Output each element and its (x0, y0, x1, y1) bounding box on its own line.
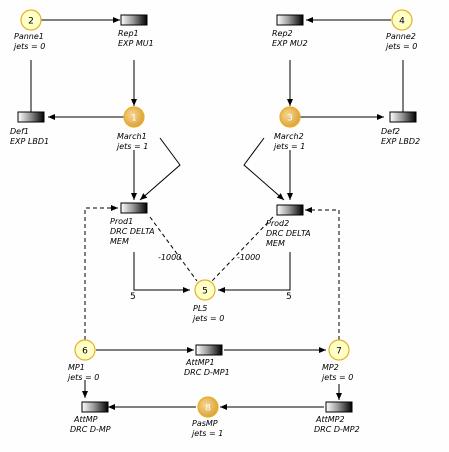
transition-def1[interactable] (17, 111, 45, 123)
label-rep2-type: EXP MU2 (272, 39, 308, 48)
label-rep1-type: EXP MU1 (118, 39, 154, 48)
label-attmp1-type: DRC D-MP1 (184, 368, 230, 377)
place-3-number: 3 (287, 114, 293, 124)
label-prod2-mem: MEM (266, 239, 285, 248)
label-panne1-jets: jets = 0 (13, 42, 45, 51)
label-panne2-jets: jets = 0 (385, 42, 417, 51)
arcs (30, 17, 404, 410)
label-prod2: Prod2 (266, 219, 289, 228)
label-def2: Def2 (381, 127, 400, 136)
arc-p6-prod1-test (84, 205, 118, 340)
label-prod1-mem: MEM (110, 237, 129, 246)
arc-p1-prod1-b (139, 137, 181, 201)
label-attmp2-type: DRC D-MP2 (314, 425, 360, 434)
place-5-number: 5 (202, 287, 208, 297)
transition-rep1[interactable] (120, 14, 148, 26)
arc-weight-prod2-inhib: -1000 (237, 253, 260, 262)
place-4[interactable]: 4 (391, 9, 413, 31)
label-mp1: MP1 (68, 363, 85, 372)
transition-prod2[interactable] (276, 204, 304, 216)
label-mp1-jets: jets = 0 (67, 373, 99, 382)
place-4-number: 4 (399, 17, 405, 27)
label-attmp-type: DRC D-MP (70, 425, 111, 434)
label-prod1-type: DRC DELTA (110, 227, 155, 236)
label-mp2-jets: jets = 0 (321, 373, 353, 382)
label-def1: Def1 (10, 127, 29, 136)
label-march1-jets: jets = 1 (116, 142, 148, 151)
label-march2: March2 (274, 132, 304, 141)
label-rep1: Rep1 (118, 29, 139, 38)
label-pl5-jets: jets = 0 (192, 314, 224, 323)
transition-prod1[interactable] (120, 202, 148, 214)
place-7[interactable]: 7 (328, 339, 350, 361)
place-1-number: 1 (131, 114, 137, 124)
arc-weight-prod2-out: 5 (286, 292, 292, 302)
label-pasmp-jets: jets = 1 (191, 429, 223, 438)
place-6[interactable]: 6 (74, 339, 96, 361)
place-2-number: 2 (28, 17, 34, 27)
places: 2 4 1 3 5 6 7 8 (20, 9, 413, 418)
transition-def2[interactable] (389, 111, 417, 123)
label-rep2: Rep2 (272, 29, 293, 38)
place-2[interactable]: 2 (20, 9, 42, 31)
label-attmp2: AttMP2 (315, 415, 345, 424)
label-march1: March1 (117, 132, 147, 141)
label-mp2: MP2 (322, 363, 339, 372)
transitions (17, 14, 417, 413)
label-def2-type: EXP LBD2 (381, 137, 420, 146)
arc-prod2-p5-inhib (211, 216, 274, 282)
label-pl5: PL5 (193, 304, 207, 313)
place-8[interactable]: 8 (197, 396, 219, 418)
arc-prod1-p5 (133, 252, 190, 293)
label-march2-jets: jets = 1 (273, 142, 305, 151)
transition-attmp1[interactable] (195, 344, 223, 356)
label-attmp: AttMP (73, 415, 98, 424)
label-pasmp: PasMP (192, 419, 218, 428)
arc-weight-prod1-out: 5 (130, 292, 136, 302)
transition-attmp[interactable] (81, 401, 109, 413)
place-3[interactable]: 3 (279, 106, 301, 128)
place-7-number: 7 (336, 347, 342, 357)
arc-prod2-p5 (218, 252, 291, 293)
label-panne2: Panne2 (386, 32, 416, 41)
transition-rep2[interactable] (276, 14, 304, 26)
place-1[interactable]: 1 (123, 106, 145, 128)
arc-prod1-p5-inhib (149, 216, 198, 282)
arc-p7-prod2-test (305, 207, 340, 340)
arc-p3-prod2-b (243, 137, 285, 201)
place-5[interactable]: 5 (194, 279, 216, 301)
label-prod2-type: DRC DELTA (266, 229, 311, 238)
labels: Panne1 jets = 0 Panne2 jets = 0 March1 j… (10, 29, 420, 438)
label-prod1: Prod1 (110, 217, 133, 226)
label-def1-type: EXP LBD1 (10, 137, 49, 146)
label-attmp1: AttMP1 (185, 358, 215, 367)
place-6-number: 6 (82, 347, 88, 357)
label-panne1: Panne1 (14, 32, 44, 41)
transition-attmp2[interactable] (325, 401, 353, 413)
place-8-number: 8 (205, 404, 211, 414)
arc-weight-prod1-inhib: -1000 (158, 253, 181, 262)
